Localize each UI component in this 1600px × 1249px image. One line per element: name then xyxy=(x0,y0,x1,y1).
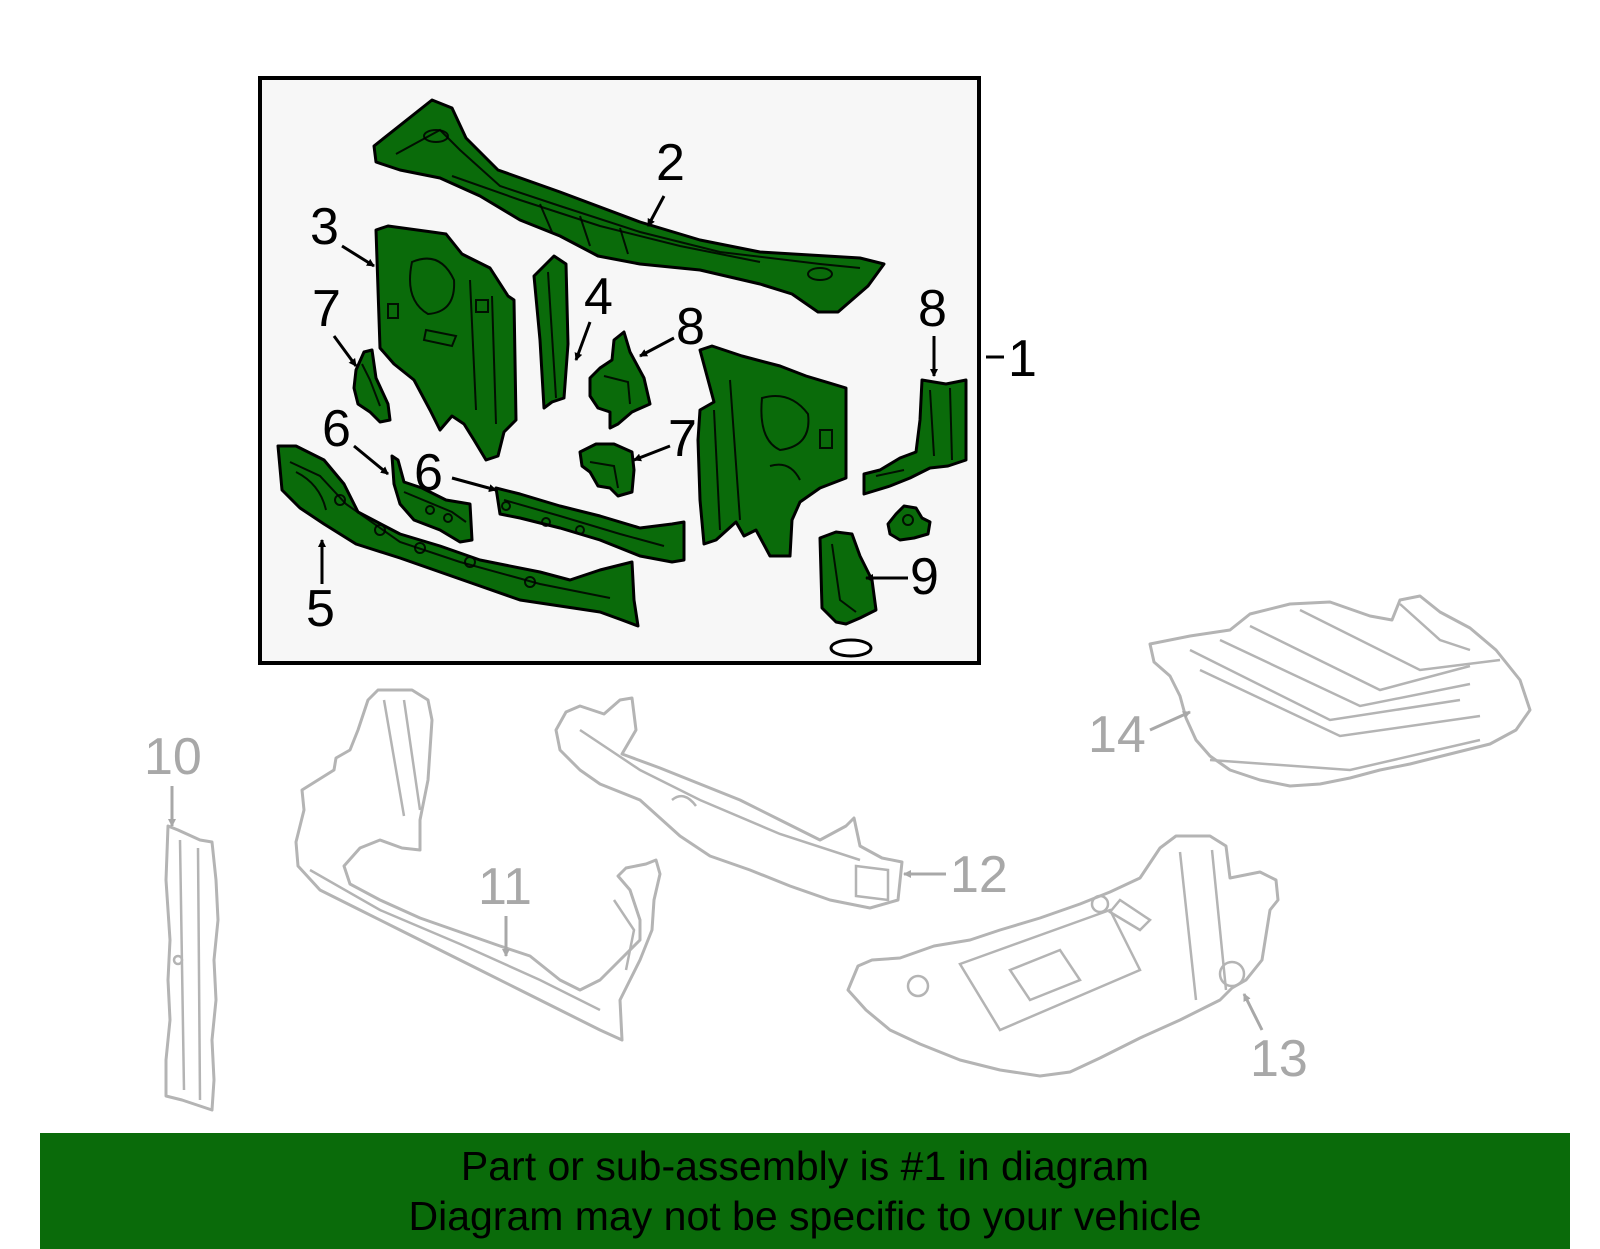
leader-6b xyxy=(451,476,497,493)
part-6-center-bar xyxy=(494,486,686,564)
callout-14: 14 xyxy=(1088,706,1146,764)
callout-9: 9 xyxy=(910,548,939,606)
callout-11: 11 xyxy=(478,858,532,916)
disclaimer-banner: Part or sub-assembly is #1 in diagram Di… xyxy=(40,1133,1570,1249)
callout-5: 5 xyxy=(306,580,335,638)
banner-line-1: Part or sub-assembly is #1 in diagram xyxy=(460,1143,1150,1189)
leader-3 xyxy=(341,244,375,268)
part-7-left-bracket xyxy=(352,348,392,424)
part-clip xyxy=(886,504,932,542)
callout-4: 4 xyxy=(584,268,613,326)
leader-7a xyxy=(332,335,358,367)
callout-10: 10 xyxy=(144,728,202,786)
leader-2 xyxy=(646,195,666,227)
part-12-reinforcement xyxy=(554,696,904,910)
part-13-splash-shield xyxy=(846,834,1280,1078)
callout-1: 1 xyxy=(1008,330,1037,388)
callout-6a: 6 xyxy=(322,400,351,458)
leader-4 xyxy=(574,321,592,361)
callout-8a: 8 xyxy=(676,298,705,356)
callout-6b: 6 xyxy=(414,444,443,502)
part-8-center-bracket xyxy=(588,330,652,430)
callout-3: 3 xyxy=(310,198,339,256)
banner-line-2: Diagram may not be specific to your vehi… xyxy=(408,1193,1202,1239)
part-8-right-bracket xyxy=(862,378,968,496)
leader-14 xyxy=(1149,710,1191,732)
leader-6a xyxy=(353,444,389,476)
leader-7b xyxy=(633,444,671,462)
callout-13: 13 xyxy=(1250,1030,1308,1088)
part-6-left-bracket xyxy=(390,454,474,544)
part-7-center-bracket xyxy=(578,442,636,498)
part-2-upper-tie-bar xyxy=(372,98,886,314)
part-11-lower-frame xyxy=(294,688,662,1042)
callout-7a: 7 xyxy=(312,280,341,338)
callout-12: 12 xyxy=(950,846,1008,904)
part-right-support xyxy=(696,344,848,558)
part-3-left-support xyxy=(374,224,518,462)
part-5-lower-tie-bar xyxy=(276,444,640,628)
part-10-side-panel xyxy=(164,824,220,1112)
leader-8a xyxy=(639,336,675,358)
callout-7b: 7 xyxy=(668,410,697,468)
grommet-ring xyxy=(829,638,873,658)
part-4-vertical-brace xyxy=(532,254,570,410)
part-14-underbody-shield xyxy=(1148,594,1532,788)
callout-2: 2 xyxy=(656,134,685,192)
leader-13 xyxy=(1242,993,1264,1031)
callout-8b: 8 xyxy=(918,280,947,338)
part-9-bracket xyxy=(818,530,878,626)
